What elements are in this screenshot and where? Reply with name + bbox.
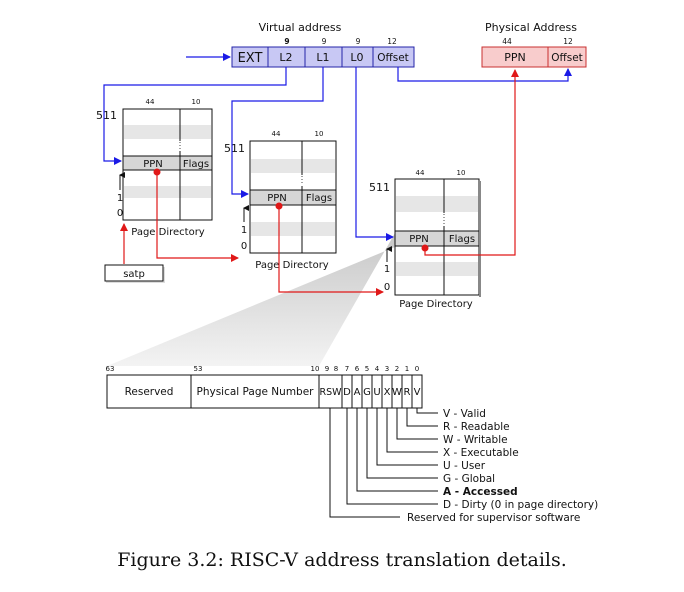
va-field-l0: L0 (350, 51, 363, 64)
pd2-to-pd3-arrow (278, 206, 384, 296)
pa-bits-offset: 12 (563, 37, 573, 46)
legend-rsw: Reserved for supervisor software (407, 512, 580, 524)
pte-bit-9: 9 (325, 365, 329, 373)
pd2-index-511: 511 (224, 142, 245, 155)
pte-field-x: X (384, 387, 391, 398)
va-field-l1: L1 (316, 51, 329, 64)
va-bits-offset: 12 (387, 37, 397, 46)
pte-field-r: R (404, 387, 411, 398)
pd1-index-1: 1 (117, 193, 123, 204)
pte-bit-0: 0 (415, 365, 419, 373)
pd2-index-0: 0 (241, 241, 247, 252)
pte-bit-8: 8 (334, 365, 338, 373)
pte-bit-4: 4 (375, 365, 380, 373)
pte-field-d: D (343, 387, 351, 398)
pd3-index-1: 1 (384, 264, 390, 275)
pd1-to-pd2-arrow (156, 172, 239, 262)
legend-global: G - Global (443, 473, 495, 485)
pte-leader-lines (329, 408, 438, 518)
satp-register: satp (104, 264, 165, 283)
pte-bit-7: 7 (345, 365, 349, 373)
pte-field-u: U (373, 387, 380, 398)
legend-writable: W - Writable (443, 434, 508, 446)
pd2-ppn-bits: 44 (272, 130, 281, 138)
pa-field-offset: Offset (551, 52, 583, 64)
l0-index-arrow (355, 67, 394, 241)
pd1-caption: Page Directory (131, 227, 205, 238)
pd2-caption: Page Directory (255, 260, 329, 271)
pa-field-ppn: PPN (504, 51, 526, 64)
physical-address-title: Physical Address (485, 21, 577, 34)
va-field-ext: EXT (238, 51, 263, 66)
pd1-ppn-label: PPN (143, 159, 163, 170)
pd3-ppn-bits: 44 (416, 169, 425, 177)
pte-bit-5: 5 (365, 365, 369, 373)
pte-bit-63: 63 (106, 365, 115, 373)
pd1-index-511: 511 (96, 109, 117, 122)
page-directory-2: 44 10 PPN Flags 511 1 0 Page Directory (224, 130, 337, 271)
pte-bit-1: 1 (405, 365, 409, 373)
pte-field-g: G (363, 387, 371, 398)
pte-field-v: V (414, 387, 421, 398)
page-directory-3: 44 10 PPN Flags 511 1 0 Page Directory (369, 169, 481, 310)
pte-bit-3: 3 (385, 365, 389, 373)
offset-copy-arrow (397, 67, 572, 82)
legend-valid: V - Valid (443, 408, 486, 420)
pte-format: 63 53 10 9 8 7 6 5 4 3 2 1 0 Reserved Ph… (106, 365, 599, 524)
pte-field-rsw: RSW (319, 387, 342, 398)
va-bits-l1: 9 (322, 37, 327, 46)
pd1-ppn-bits: 44 (146, 98, 155, 106)
virtual-address-register: EXT L2 L1 L0 Offset 9 9 9 12 (231, 37, 415, 68)
pd3-index-0: 0 (384, 282, 390, 293)
pte-bit-10: 10 (311, 365, 320, 373)
pd3-to-pa-arrow (424, 69, 519, 256)
page-directory-1: 44 10 PPN Flags 511 1 0 Page Directory (96, 98, 213, 238)
figure-caption: Figure 3.2: RISC-V address translation d… (117, 549, 567, 571)
virtual-address-title: Virtual address (259, 21, 342, 34)
va-field-l2: L2 (279, 51, 292, 64)
pd3-caption: Page Directory (399, 299, 473, 310)
pd2-flags-bits: 10 (315, 130, 324, 138)
va-bits-l2: 9 (284, 37, 289, 46)
pd2-flags-label: Flags (306, 193, 332, 204)
legend-dirty: D - Dirty (0 in page directory) (443, 499, 598, 511)
pd3-index-511: 511 (369, 181, 390, 194)
l2-index-arrow (103, 67, 287, 165)
pa-bits-ppn: 44 (502, 37, 512, 46)
legend-readable: R - Readable (443, 421, 510, 433)
pte-field-reserved: Reserved (125, 386, 174, 398)
pte-zoom-fan (107, 233, 395, 366)
pte-bit-6: 6 (355, 365, 360, 373)
satp-label: satp (123, 269, 145, 280)
legend-accessed: A - Accessed (443, 486, 518, 498)
pd3-flags-label: Flags (449, 234, 475, 245)
pd2-index-1: 1 (241, 225, 247, 236)
physical-address-register: PPN Offset 44 12 (481, 37, 587, 68)
pte-field-a: A (354, 387, 361, 398)
legend-user: U - User (443, 460, 486, 472)
legend-executable: X - Executable (443, 447, 519, 459)
pd1-index-0: 0 (117, 208, 123, 219)
pd2-ppn-label: PPN (267, 193, 287, 204)
pte-field-ppn: Physical Page Number (197, 386, 315, 398)
pd3-ppn-label: PPN (409, 234, 429, 245)
pte-bit-2: 2 (395, 365, 399, 373)
pd1-flags-label: Flags (183, 159, 209, 170)
va-field-offset: Offset (377, 52, 409, 64)
pd3-flags-bits: 10 (457, 169, 466, 177)
va-bits-l0: 9 (356, 37, 361, 46)
pte-bit-53: 53 (194, 365, 203, 373)
pd1-flags-bits: 10 (192, 98, 201, 106)
l1-index-arrow (231, 67, 324, 198)
pte-field-w: W (392, 387, 402, 398)
